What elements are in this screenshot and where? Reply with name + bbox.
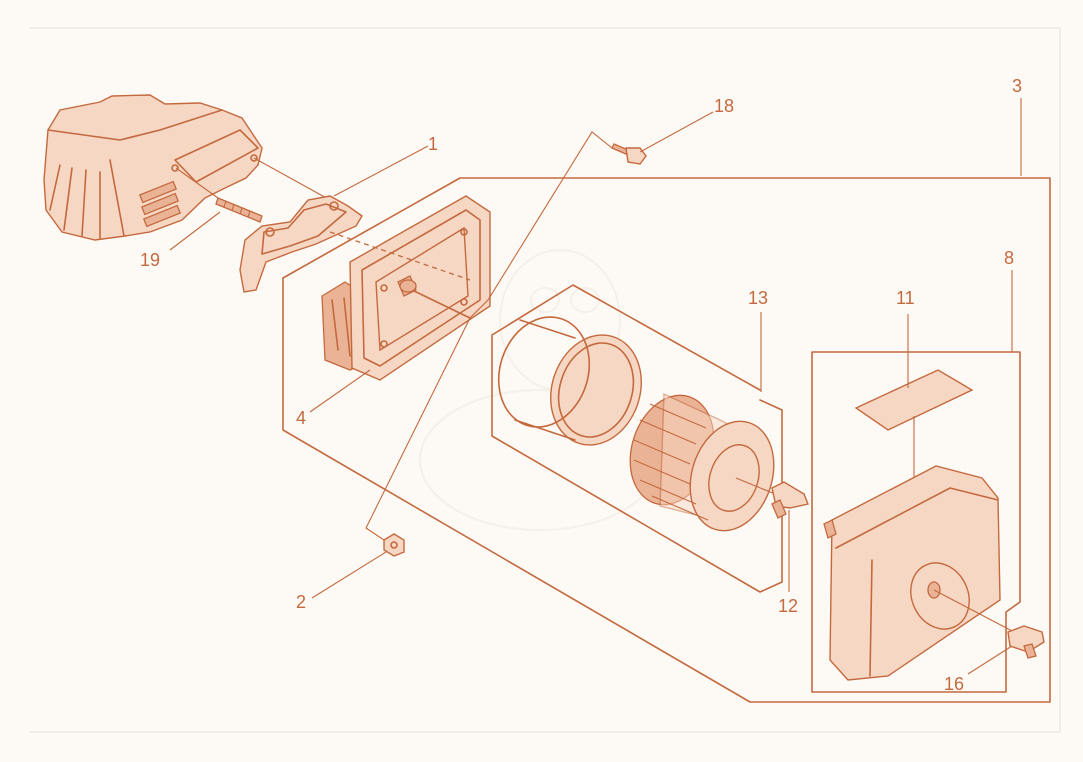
assembly-line-top [253, 157, 331, 201]
callout-19: 19 [140, 250, 160, 270]
callout-8: 8 [1004, 248, 1014, 268]
assembly-line-stud [175, 167, 219, 199]
label-sticker-11 [854, 369, 974, 431]
engine-block [43, 94, 263, 241]
stud-19 [215, 197, 263, 223]
gasket [239, 195, 363, 293]
callout-4: 4 [296, 408, 306, 428]
air-cleaner-cover [823, 465, 1001, 681]
page-frame [30, 27, 1061, 733]
bracket-part-13 [491, 284, 783, 593]
leader-lines [169, 98, 1022, 675]
callout-18: 18 [714, 96, 734, 116]
callout-1: 1 [428, 134, 438, 154]
assembly-line-18-2 [365, 131, 613, 541]
callout-12: 12 [778, 596, 798, 616]
wing-nut-16 [1007, 625, 1045, 659]
assembly-line-16 [933, 589, 1015, 633]
filter-base [321, 195, 491, 381]
callout-2: 2 [296, 592, 306, 612]
callout-13: 13 [748, 288, 768, 308]
pre-filter-sleeve [497, 316, 642, 446]
callout-labels: 1 2 3 4 8 11 12 13 16 18 19 [140, 76, 1022, 694]
bolt-18 [611, 143, 647, 165]
wing-nut-12 [771, 481, 809, 519]
bracket-part-3 [282, 177, 1051, 703]
callout-11: 11 [896, 288, 915, 308]
nut-2 [383, 533, 405, 557]
filter-element [629, 392, 775, 532]
bracket-part-8 [811, 351, 1021, 693]
callout-16: 16 [944, 674, 964, 694]
dashed-axis [329, 231, 471, 281]
callout-3: 3 [1012, 76, 1022, 96]
